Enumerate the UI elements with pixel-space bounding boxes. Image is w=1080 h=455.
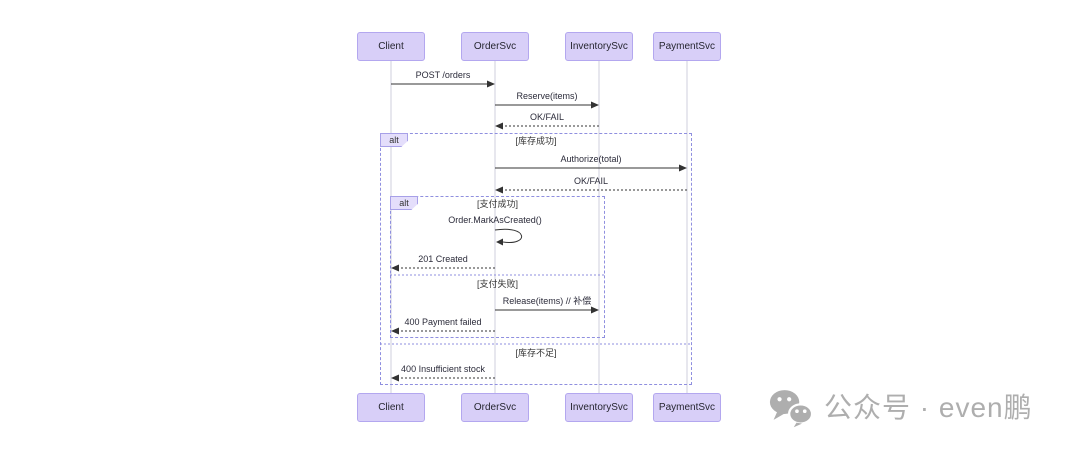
actor-box-bottom-ordersvc: OrderSvc bbox=[461, 393, 529, 422]
message-selfloop-5 bbox=[494, 228, 522, 243]
message-arrowhead-4 bbox=[495, 186, 503, 194]
watermark: 公众号 · even鹏 bbox=[769, 388, 1033, 428]
alt-condition-1-0: [支付成功] bbox=[476, 199, 519, 209]
actor-box-top-inventorysvc: InventorySvc bbox=[565, 32, 633, 61]
alt-condition-0-1: [库存不足] bbox=[515, 348, 557, 358]
alt-frame-tab-0: alt bbox=[380, 133, 408, 147]
actor-box-bottom-client: Client bbox=[357, 393, 425, 422]
message-label-2: OK/FAIL bbox=[529, 112, 565, 122]
message-arrowhead-5 bbox=[496, 238, 503, 246]
alt-frame-tab-1: alt bbox=[390, 196, 418, 210]
message-label-5: Order.MarkAsCreated() bbox=[448, 215, 542, 225]
actor-box-top-client: Client bbox=[357, 32, 425, 61]
actor-box-top-paymentsvc: PaymentSvc bbox=[653, 32, 721, 61]
message-arrowhead-7 bbox=[591, 306, 599, 314]
message-label-4: OK/FAIL bbox=[573, 176, 609, 186]
alt-frame-1 bbox=[390, 196, 605, 338]
message-label-9: 400 Insufficient stock bbox=[401, 364, 485, 374]
message-arrowhead-8 bbox=[391, 327, 399, 335]
watermark-text: 公众号 · even鹏 bbox=[824, 392, 1033, 423]
message-arrowhead-9 bbox=[391, 374, 399, 382]
wechat-icon bbox=[769, 390, 813, 428]
message-label-1: Reserve(items) bbox=[516, 91, 578, 101]
message-arrowhead-0 bbox=[487, 80, 495, 88]
alt-condition-0-0: [库存成功] bbox=[515, 136, 557, 146]
message-label-0: POST /orders bbox=[415, 70, 471, 80]
alt-condition-1-1: [支付失败] bbox=[476, 279, 519, 289]
message-label-6: 201 Created bbox=[418, 254, 468, 264]
actor-box-bottom-paymentsvc: PaymentSvc bbox=[653, 393, 721, 422]
message-arrowhead-6 bbox=[391, 264, 399, 272]
actor-box-bottom-inventorysvc: InventorySvc bbox=[565, 393, 633, 422]
message-arrowhead-3 bbox=[679, 164, 687, 172]
message-arrowhead-1 bbox=[591, 101, 599, 109]
message-label-3: Authorize(total) bbox=[560, 154, 622, 164]
message-label-8: 400 Payment failed bbox=[404, 317, 482, 327]
message-label-7: Release(items) // 补偿 bbox=[502, 296, 592, 306]
alt-frame-0 bbox=[380, 133, 692, 385]
actor-box-top-ordersvc: OrderSvc bbox=[461, 32, 529, 61]
message-arrowhead-2 bbox=[495, 122, 503, 130]
